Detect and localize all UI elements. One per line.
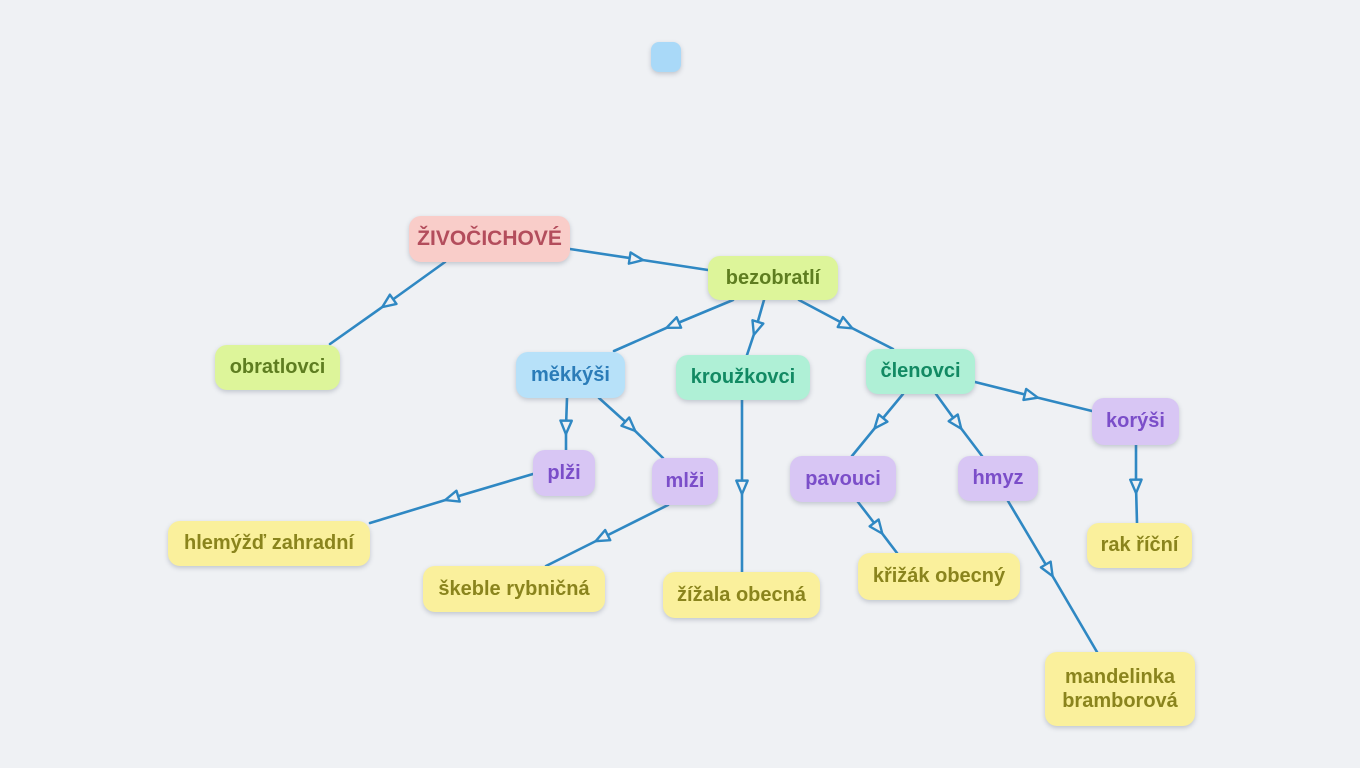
node-korysi[interactable]: korýši (1092, 398, 1179, 445)
edge-zivocichove-bezobratli (568, 247, 710, 272)
edge-hmyz-mandelinka (1006, 499, 1099, 654)
edge-pavouci-krizak (856, 500, 899, 555)
node-mekkysi[interactable]: měkkýši (516, 352, 625, 398)
edge-bezobratli-mekkysi (612, 298, 735, 353)
node-skeble[interactable]: škeble rybničná (423, 566, 605, 612)
edge-korysi-rak (1129, 443, 1143, 525)
edge-bezobratli-clenovci (797, 298, 895, 351)
node-zivocichove[interactable]: ŽIVOČICHOVÉ (409, 216, 570, 262)
node-clenovci[interactable]: členovci (866, 349, 975, 394)
edge-mekkysi-plzi (559, 396, 573, 452)
node-mini[interactable] (651, 42, 681, 72)
node-hlemyzd[interactable]: hlemýžď zahradní (168, 521, 370, 566)
node-plzi[interactable]: plži (533, 450, 595, 496)
node-krizak[interactable]: křižák obecný (858, 553, 1020, 600)
node-bezobratli[interactable]: bezobratlí (708, 256, 838, 300)
node-hmyz[interactable]: hmyz (958, 456, 1038, 501)
edge-zivocichove-obratlovci (328, 260, 447, 346)
edge-clenovci-korysi (973, 380, 1094, 413)
node-zizala[interactable]: žížala obecná (663, 572, 820, 618)
edge-mlzi-skeble (544, 503, 670, 568)
edge-clenovci-hmyz (934, 392, 984, 458)
node-krouzkovci[interactable]: kroužkovci (676, 355, 810, 400)
node-mandelinka[interactable]: mandelinka bramborová (1045, 652, 1195, 726)
node-pavouci[interactable]: pavouci (790, 456, 896, 502)
edge-clenovci-pavouci (850, 392, 905, 458)
node-obratlovci[interactable]: obratlovci (215, 345, 340, 390)
edge-mekkysi-mlzi (597, 396, 665, 460)
node-rak[interactable]: rak říční (1087, 523, 1192, 568)
node-mlzi[interactable]: mlži (652, 458, 718, 505)
edge-plzi-hlemyzd (368, 472, 535, 525)
edge-bezobratli-krouzkovci (745, 298, 766, 357)
